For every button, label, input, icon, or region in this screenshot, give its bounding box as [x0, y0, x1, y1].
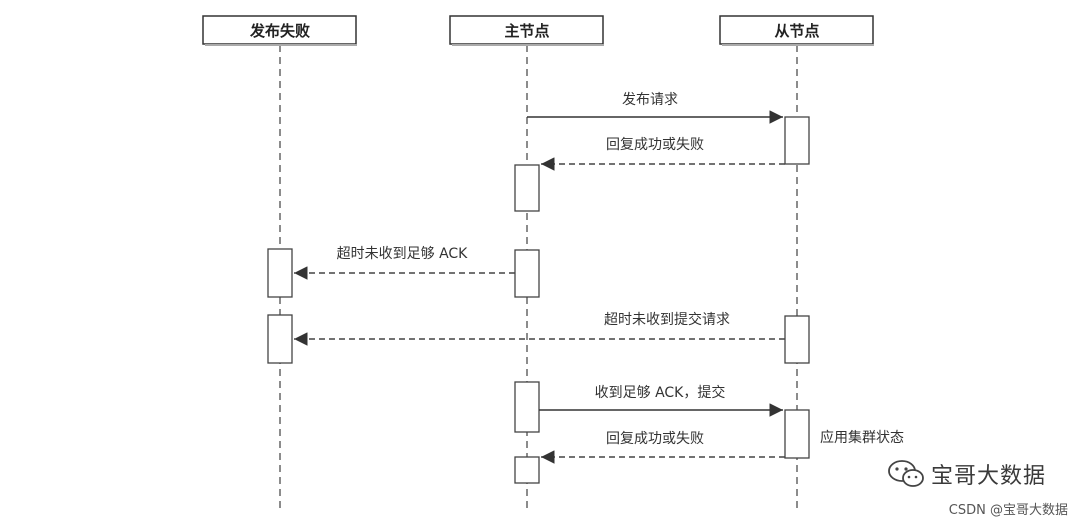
activation-slave-2 — [784, 315, 810, 364]
message-publish-request: 发布请求 — [527, 92, 783, 124]
message-label: 收到足够 ACK，提交 — [595, 384, 726, 401]
message-label: 超时未收到足够 ACK — [337, 246, 469, 262]
actor-label-publish-fail: 发布失败 — [249, 22, 310, 40]
activation-master-3 — [514, 381, 540, 433]
message-timeout-commit: 超时未收到提交请求 — [294, 311, 785, 346]
actor-label-master: 主节点 — [504, 22, 549, 40]
message-reply-1: 回复成功或失败 — [541, 136, 785, 171]
watermark-text: 宝哥大数据 — [930, 464, 1046, 489]
activation-slave-1 — [784, 116, 810, 165]
activation-publish-fail-1 — [267, 248, 293, 298]
activation-publish-fail-2 — [267, 314, 293, 364]
message-label: 超时未收到提交请求 — [604, 311, 730, 328]
credit-text: CSDN @宝哥大数据 — [948, 503, 1068, 518]
wechat-icon — [888, 460, 924, 487]
note-apply-cluster-state: 应用集群状态 — [820, 429, 904, 446]
message-timeout-ack: 超时未收到足够 ACK — [294, 246, 515, 280]
actor-slave: 从节点 — [719, 15, 874, 46]
activation-slave-3 — [784, 409, 810, 459]
message-reply-2: 回复成功或失败 — [541, 430, 785, 464]
message-label: 回复成功或失败 — [606, 136, 704, 153]
actor-label-slave: 从节点 — [774, 22, 819, 40]
watermark: 宝哥大数据 — [887, 458, 1046, 490]
message-label: 发布请求 — [622, 92, 678, 108]
activation-master-4 — [514, 456, 540, 484]
activation-master-1 — [514, 164, 540, 212]
actor-publish-fail: 发布失败 — [202, 15, 357, 46]
message-commit: 收到足够 ACK，提交 — [539, 384, 783, 417]
actor-master: 主节点 — [449, 15, 604, 46]
activation-master-2 — [514, 249, 540, 298]
message-label: 回复成功或失败 — [606, 430, 704, 447]
